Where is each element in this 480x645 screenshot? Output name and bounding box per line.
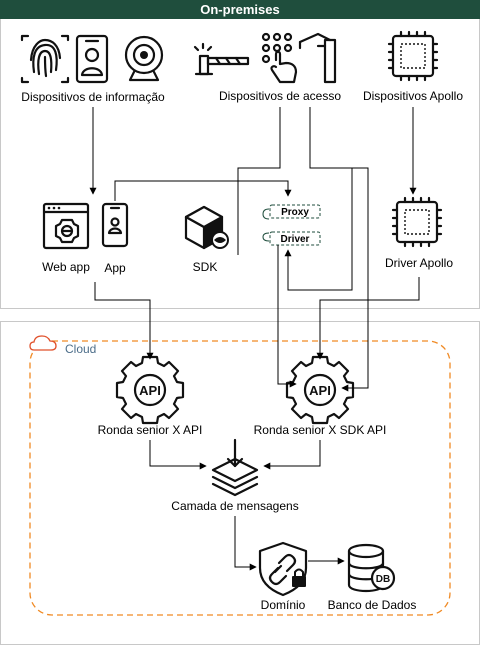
webcam-icon (124, 35, 164, 82)
api-badge-right: API (309, 383, 331, 398)
shield-link-icon (258, 541, 308, 597)
fingerprint-icon (20, 34, 70, 84)
message-layers-icon (211, 438, 259, 497)
edge-driver-apollo-to-sdk-api (316, 277, 420, 360)
api-badge-left: API (139, 383, 161, 398)
id-card-icon (75, 34, 109, 84)
access-devices-label: Dispositivos de acesso (219, 89, 341, 103)
api-gear-icon-sdk: API (285, 355, 355, 425)
driver-label: Driver (281, 234, 310, 245)
sdk-cube-icon (184, 205, 229, 250)
on-premises-container (0, 0, 480, 309)
apollo-devices-label: Dispositivos Apollo (363, 89, 463, 103)
info-devices-label: Dispositivos de informação (21, 90, 165, 104)
api-x-label: Ronda senior X API (98, 423, 203, 437)
edge-messages-to-domain (234, 516, 257, 571)
database-icon: DB (347, 543, 396, 593)
database-label: Banco de Dados (328, 598, 417, 612)
driver-apollo-chip-icon (391, 196, 443, 248)
app-label: App (104, 261, 126, 275)
cloud-label: Cloud (65, 342, 96, 356)
sdk-label: SDK (193, 260, 218, 274)
cloud-region (29, 340, 451, 616)
cloud-outer-container (0, 321, 480, 645)
proxy-driver-bracket (262, 208, 270, 242)
on-premises-title: On-premises (200, 2, 279, 17)
proxy-box: Proxy (269, 204, 321, 219)
driver-apollo-label: Driver Apollo (385, 256, 453, 270)
chip-icon (387, 30, 439, 82)
edge-access-left-loop (237, 107, 281, 255)
barrier-gate-icon (193, 42, 250, 76)
edge-driver-to-sdk-api (277, 245, 297, 388)
edge-app-to-proxy (114, 180, 292, 201)
domain-label: Domínio (261, 598, 306, 612)
web-app-label: Web app (42, 260, 90, 274)
app-smartphone-icon (101, 202, 129, 248)
edge-webapp-to-api-x (94, 282, 154, 360)
edge-driver-loop (284, 168, 353, 291)
api-gear-icon: API (115, 355, 185, 425)
on-premises-header (0, 0, 480, 19)
api-sdk-label: Ronda senior X SDK API (254, 423, 387, 437)
web-app-icon (42, 202, 90, 250)
messages-label: Camada de mensagens (171, 499, 298, 513)
driver-box: Driver (269, 231, 321, 246)
db-badge: DB (376, 574, 390, 585)
turnstile-icon (298, 32, 337, 84)
proxy-label: Proxy (281, 207, 309, 218)
edge-access-to-sdk-api (309, 107, 369, 392)
edge-api-x-to-messages (149, 440, 207, 470)
keypad-icon (261, 32, 298, 84)
cloud-icon (29, 335, 57, 351)
edge-sdk-api-to-messages (263, 440, 321, 470)
